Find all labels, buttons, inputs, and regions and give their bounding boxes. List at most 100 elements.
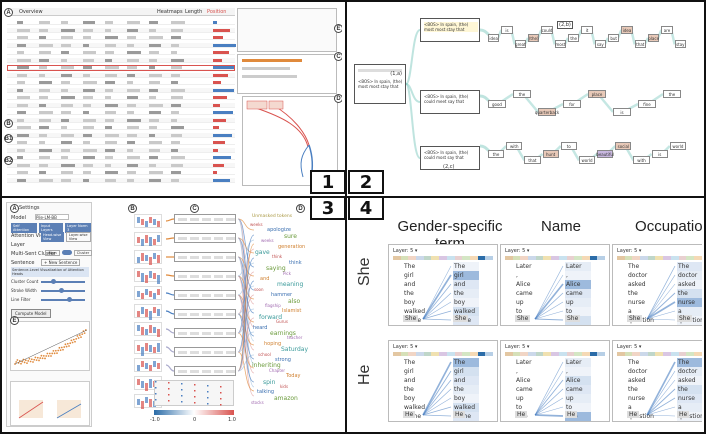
right-token[interactable]: The xyxy=(677,358,702,367)
left-query-token[interactable]: He xyxy=(403,411,416,418)
right-token[interactable]: , xyxy=(565,271,591,280)
beam-token[interactable]: place xyxy=(648,34,660,42)
right-token[interactable]: to xyxy=(565,403,591,412)
right-query-token[interactable]: She xyxy=(677,315,693,322)
right-token[interactable]: the xyxy=(453,289,479,298)
heatmap-row[interactable] xyxy=(7,87,235,93)
left-token[interactable]: Alice xyxy=(516,377,531,384)
beam-token[interactable]: the xyxy=(488,150,505,158)
beam-box-bottom[interactable]: <BOS> In spain, (the) could most say tha… xyxy=(420,146,480,170)
right-token[interactable]: Alice xyxy=(565,376,591,385)
beam-token[interactable]: great xyxy=(514,40,526,49)
left-token[interactable]: Alice xyxy=(516,281,531,288)
sentence-box[interactable] xyxy=(174,214,236,224)
right-token[interactable]: a xyxy=(677,307,702,316)
length-select[interactable]: Length xyxy=(185,9,203,15)
right-token[interactable]: , xyxy=(565,367,591,376)
layer-wise-view-button[interactable]: Layer-wise View xyxy=(65,232,91,242)
right-token[interactable]: walked xyxy=(453,307,479,316)
layer-select[interactable]: Layer: 5 ▾ xyxy=(505,248,530,254)
heatmaps-select[interactable]: Heatmaps xyxy=(157,9,183,15)
left-query-token[interactable]: She xyxy=(627,315,643,322)
attention-view[interactable]: Layer: 5 ▾Later,AlicecameuptoBobLater,Al… xyxy=(500,244,610,326)
left-query-token[interactable]: She xyxy=(515,315,531,322)
left-token[interactable]: to xyxy=(516,308,523,315)
left-token[interactable]: Later xyxy=(516,263,532,270)
sentence-box[interactable] xyxy=(174,233,236,243)
left-token[interactable]: walked xyxy=(404,308,426,315)
cluster-toggle-switch[interactable] xyxy=(61,250,72,255)
beam-token[interactable]: social xyxy=(615,142,632,150)
beam-token[interactable]: that xyxy=(634,40,646,49)
left-token[interactable]: nurse xyxy=(628,299,645,306)
left-token[interactable]: the xyxy=(628,386,638,393)
sentence-box[interactable] xyxy=(174,252,236,262)
position-select[interactable]: Position xyxy=(207,9,227,15)
right-query-token[interactable]: He xyxy=(453,411,466,418)
beam-token[interactable]: with xyxy=(633,156,650,165)
sentence-box[interactable] xyxy=(174,347,236,357)
beam-box-middle[interactable]: <BOS> In spain, (the) could meet say tha… xyxy=(420,90,480,114)
heatmap-row[interactable] xyxy=(7,27,235,33)
right-query-token[interactable]: He xyxy=(565,411,578,418)
heatmap-row[interactable] xyxy=(7,177,235,183)
left-token[interactable]: doctor xyxy=(628,368,648,375)
right-token[interactable]: and xyxy=(453,280,479,289)
right-token[interactable]: doctor xyxy=(677,271,702,280)
head-glyph[interactable] xyxy=(134,268,162,284)
head-glyph[interactable] xyxy=(134,250,162,265)
right-token[interactable]: came xyxy=(565,385,591,394)
left-token[interactable]: Later xyxy=(516,359,532,366)
left-token[interactable]: the xyxy=(404,386,414,393)
right-token[interactable]: up xyxy=(565,394,591,403)
compute-model-button[interactable]: Compute Model xyxy=(11,309,51,318)
beam-token[interactable]: to xyxy=(560,142,577,150)
layer-select[interactable]: Layer: 5 ▾ xyxy=(505,344,530,350)
beam-token[interactable]: it xyxy=(581,26,593,34)
left-token[interactable]: to xyxy=(516,404,523,411)
beam-token[interactable]: idea xyxy=(621,26,633,34)
right-token[interactable]: question xyxy=(677,412,702,421)
beam-token[interactable]: the xyxy=(513,90,531,98)
right-token[interactable]: girl xyxy=(453,271,479,280)
heatmap-row[interactable] xyxy=(7,170,235,175)
heatmap-row[interactable] xyxy=(7,147,235,153)
right-token[interactable]: girl xyxy=(453,367,479,376)
heatmap-row[interactable] xyxy=(7,72,235,78)
beam-token[interactable]: is xyxy=(613,108,631,116)
right-token[interactable]: asked xyxy=(677,376,702,385)
attention-view[interactable]: Layer: 5 ▾Later,AlicecameuptoBobLater,Al… xyxy=(500,340,610,422)
beam-token[interactable]: idea xyxy=(488,34,500,42)
heatmap-row[interactable] xyxy=(7,117,235,123)
right-token[interactable]: nurse xyxy=(677,394,702,403)
heatmap-row[interactable] xyxy=(7,42,236,48)
right-query-token[interactable]: He xyxy=(677,411,690,418)
left-token[interactable]: walked xyxy=(404,404,426,411)
right-token[interactable]: The xyxy=(453,358,479,367)
heatmap-row[interactable] xyxy=(7,57,235,63)
beam-token[interactable]: are xyxy=(661,26,673,34)
sentence-box[interactable] xyxy=(174,328,236,338)
right-token[interactable]: nurse xyxy=(677,298,702,307)
right-token[interactable]: the xyxy=(677,385,702,394)
right-token[interactable]: Later xyxy=(565,358,591,367)
beam-token[interactable]: quarterback xyxy=(534,108,560,116)
right-token[interactable]: Later xyxy=(565,262,591,271)
beam-token[interactable]: say xyxy=(594,40,606,49)
heatmap-row[interactable] xyxy=(7,125,235,130)
self-attention-button[interactable]: Self Attention xyxy=(11,223,37,233)
right-token[interactable]: the xyxy=(677,289,702,298)
head-glyph[interactable] xyxy=(134,286,162,300)
head-wise-view-button[interactable]: Head-wise View xyxy=(41,232,64,242)
beam-box-top[interactable]: <BOS> In spain, (the) most most stay tha… xyxy=(420,18,480,42)
heatmap-row[interactable] xyxy=(7,65,235,70)
right-token[interactable]: Alice xyxy=(565,280,591,289)
sentence-box[interactable] xyxy=(174,309,236,319)
head-glyph[interactable] xyxy=(134,232,162,246)
left-token[interactable]: The xyxy=(628,359,640,366)
heatmap-row[interactable] xyxy=(7,95,235,100)
head-glyph[interactable] xyxy=(134,358,162,372)
heatmap-row[interactable] xyxy=(7,35,235,40)
layer-select[interactable]: Layer: 5 ▾ xyxy=(393,248,418,254)
